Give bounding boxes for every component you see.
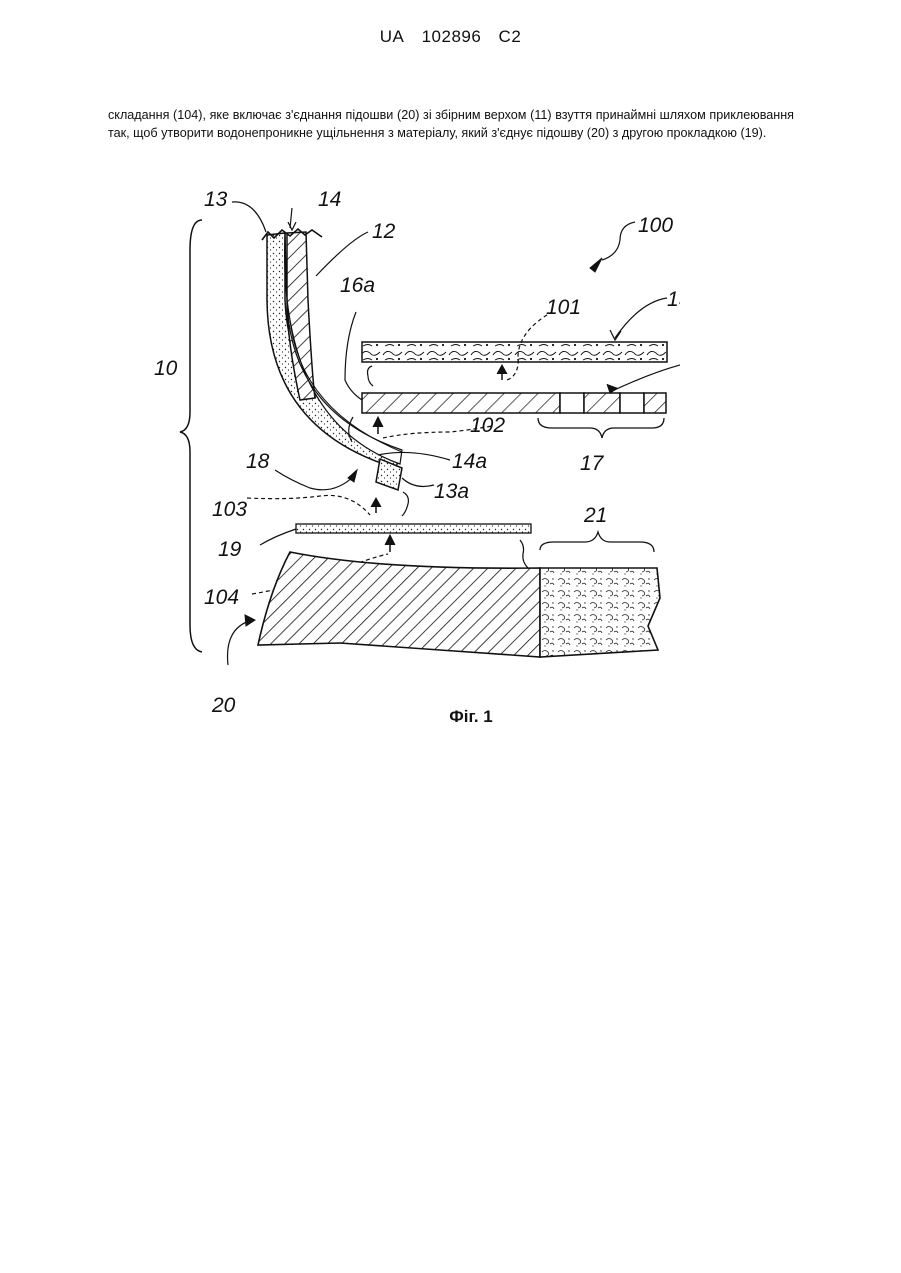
layer-16 xyxy=(362,393,560,413)
label-14a: 14a xyxy=(452,450,487,473)
label-12: 12 xyxy=(372,220,396,243)
paragraph: складання (104), яке включає з'єднання п… xyxy=(108,106,794,142)
label-104: 104 xyxy=(204,586,239,609)
patent-country: UA xyxy=(380,27,405,46)
label-21: 21 xyxy=(583,504,607,527)
patent-kind: C2 xyxy=(499,27,522,46)
label-101: 101 xyxy=(546,296,581,319)
label-15: 15 xyxy=(667,288,680,311)
patent-number: 102896 xyxy=(422,27,482,46)
label-17: 17 xyxy=(580,452,605,475)
sole-21 xyxy=(540,568,660,657)
label-100: 100 xyxy=(638,214,673,237)
layer-15 xyxy=(362,342,667,362)
label-18: 18 xyxy=(246,450,270,473)
figure-1: 13 14 12 100 16a 101 15 16 10 102 14a 17… xyxy=(140,180,680,720)
label-10: 10 xyxy=(154,357,178,380)
label-13: 13 xyxy=(204,188,228,211)
label-13a: 13a xyxy=(434,480,469,503)
brace-10 xyxy=(180,220,202,652)
label-102: 102 xyxy=(470,414,505,437)
body-text: складання (104), яке включає з'єднання п… xyxy=(108,106,794,142)
layer-19 xyxy=(296,524,531,533)
label-19: 19 xyxy=(218,538,242,561)
label-103: 103 xyxy=(212,498,247,521)
sole-20 xyxy=(258,552,540,657)
label-16a: 16a xyxy=(340,274,375,297)
figure-drawing: 13 14 12 100 16a 101 15 16 10 102 14a 17… xyxy=(140,180,680,720)
figure-caption: Фіг. 1 xyxy=(0,707,901,727)
label-14: 14 xyxy=(318,188,341,211)
page-header: UA 102896 C2 xyxy=(0,27,901,47)
